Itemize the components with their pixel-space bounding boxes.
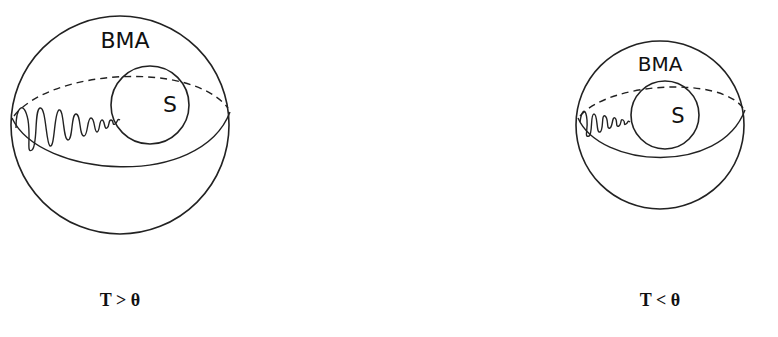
segment-label: S — [671, 106, 684, 127]
sphere-circle — [11, 16, 229, 234]
outer-sphere: S BMA — [575, 40, 745, 210]
sphere-circle — [111, 66, 189, 144]
polymer-chain — [580, 111, 630, 136]
sphere-outline — [110, 65, 190, 145]
region-label: BMA — [638, 54, 683, 74]
temperature-condition: T > θ — [100, 291, 140, 309]
segment-label: S — [163, 94, 177, 116]
band-front — [578, 110, 745, 158]
band-back — [580, 87, 743, 116]
band-back — [14, 76, 228, 116]
sphere-outline — [630, 80, 700, 150]
sphere-circle — [631, 81, 699, 149]
region-label: BMA — [100, 30, 149, 52]
polymer-chain — [16, 108, 120, 151]
sphere-circle — [576, 41, 744, 209]
inner-sphere: S — [630, 80, 700, 150]
temperature-condition: T < θ — [640, 291, 680, 309]
inner-sphere: S — [110, 65, 190, 145]
outer-sphere: S BMA — [10, 15, 230, 235]
